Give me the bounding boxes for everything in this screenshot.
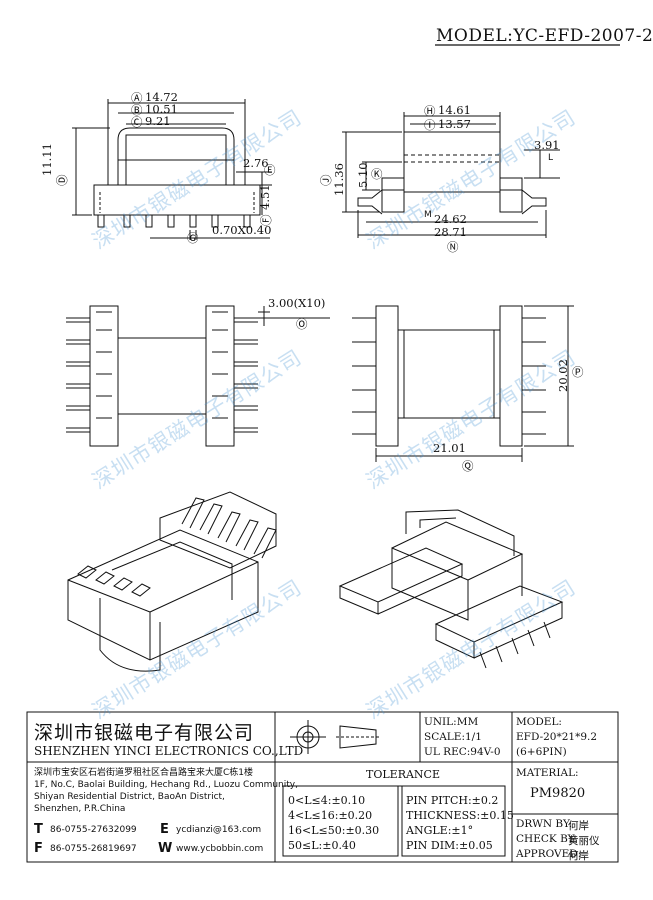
tel-icon: T	[34, 822, 43, 837]
unit-label: UNIL:MM	[424, 716, 479, 728]
marker-o: Ⓞ	[296, 317, 308, 331]
pin-dim: PIN DIM:±0.05	[406, 839, 493, 852]
tolerance-4: 50≤L:±0.40	[288, 839, 356, 852]
isometric-view-right	[338, 509, 564, 669]
dim-p: 20.02	[556, 359, 570, 392]
ul-label: UL REC:94V-0	[424, 746, 501, 758]
title-block-frame	[26, 711, 619, 863]
marker-i: Ⓘ	[424, 118, 436, 132]
dim-n: 28.71	[434, 225, 467, 239]
left-pins	[66, 317, 90, 433]
model-pins: (6+6PIN)	[516, 746, 567, 758]
dim-f: 4.51	[258, 184, 272, 210]
material-label: MATERIAL:	[516, 767, 579, 779]
check-label: CHECK BY:	[516, 833, 577, 845]
thickness: THICKNESS:±0.15	[406, 809, 514, 822]
address-en-2: Shiyan Residential District, BaoAn Distr…	[34, 792, 225, 802]
right-pins	[234, 317, 258, 433]
approved-label: APPROVED:	[516, 848, 582, 860]
isometric-view-left	[67, 491, 277, 672]
address-en-3: Shenzhen, P.R.China	[34, 804, 126, 814]
company-name-en: SHENZHEN YINCI ELECTRONICS CO.,LTD	[34, 744, 304, 758]
approved-value: 何岸	[568, 850, 589, 862]
mark-m: M	[424, 210, 432, 220]
fax-icon: F	[34, 841, 43, 856]
scale-label: SCALE:1/1	[424, 731, 482, 743]
dim-l: 3.91	[534, 138, 560, 152]
tolerance-1: 0<L≤4:±0.10	[288, 794, 366, 807]
tel-number: 86-0755-27632099	[50, 825, 137, 835]
tolerance-title: TOLERANCE	[366, 768, 440, 781]
email-icon: E	[160, 822, 169, 837]
marker-g: Ⓖ	[187, 231, 199, 245]
dim-m: 24.62	[434, 212, 467, 226]
drawn-value: 何岸	[568, 820, 589, 832]
tolerance-2: 4<L≤16:±0.20	[288, 809, 373, 822]
dim-i: 13.57	[438, 117, 471, 131]
dim-d: 11.11	[40, 143, 54, 176]
marker-h: Ⓗ	[424, 104, 436, 118]
marker-a: Ⓐ	[131, 91, 143, 105]
front-pins	[97, 214, 251, 228]
dim-j: 11.36	[332, 163, 346, 196]
dim-o: 3.00(X10)	[268, 296, 326, 310]
marker-b: Ⓑ	[131, 103, 143, 117]
email-address: ycdianzi@163.com	[176, 825, 262, 835]
drawn-label: DRWN BY:	[516, 818, 573, 830]
technical-drawing	[26, 44, 620, 863]
marker-q: Ⓠ	[462, 459, 474, 473]
marker-e: Ⓔ	[264, 163, 276, 177]
check-value: 黄丽仪	[568, 835, 600, 847]
address-cn: 深圳市宝安区石岩街道罗租社区合昌路宝来大厦C栋1楼	[34, 768, 254, 778]
dim-e: 2.76	[243, 156, 269, 170]
model-label: MODEL:	[516, 716, 562, 728]
material-value: PM9820	[530, 786, 586, 801]
marker-c: Ⓒ	[131, 115, 143, 129]
top-view	[352, 305, 574, 462]
right-pins-top	[522, 317, 546, 435]
web-address: www.ycbobbin.com	[176, 844, 264, 854]
dim-q: 21.01	[433, 441, 466, 455]
marker-n: Ⓝ	[447, 240, 459, 254]
web-icon: W	[158, 841, 173, 856]
marker-j: Ⓙ	[319, 174, 333, 187]
marker-k: Ⓚ	[371, 167, 383, 181]
tolerance-3: 16<L≤50:±0.30	[288, 824, 380, 837]
marker-p: Ⓟ	[572, 365, 584, 379]
company-name-cn: 深圳市银磁电子有限公司	[34, 722, 255, 744]
address-en-1: 1F, No.C, Baolai Building, Hechang Rd., …	[34, 780, 298, 790]
dim-c: 9.21	[145, 114, 171, 128]
model-header: MODEL:YC-EFD-2007-2	[436, 26, 653, 46]
model-value: EFD-20*21*9.2	[516, 731, 598, 743]
angle: ANGLE:±1°	[406, 824, 474, 837]
side-view	[342, 112, 560, 238]
fax-number: 86-0755-26819697	[50, 844, 137, 854]
dim-g: 0.70X0.40	[212, 223, 272, 237]
dim-k: 5.10	[356, 162, 370, 188]
dim-h: 14.61	[438, 103, 471, 117]
mark-l: L	[548, 153, 554, 163]
pin-pitch: PIN PITCH:±0.2	[406, 794, 499, 807]
dim-a: 14.72	[145, 90, 178, 104]
left-pins-top	[352, 317, 376, 435]
marker-d: Ⓓ	[55, 174, 69, 187]
dim-b: 10.51	[145, 102, 178, 116]
front-view	[72, 99, 272, 240]
bottom-view	[66, 305, 330, 447]
